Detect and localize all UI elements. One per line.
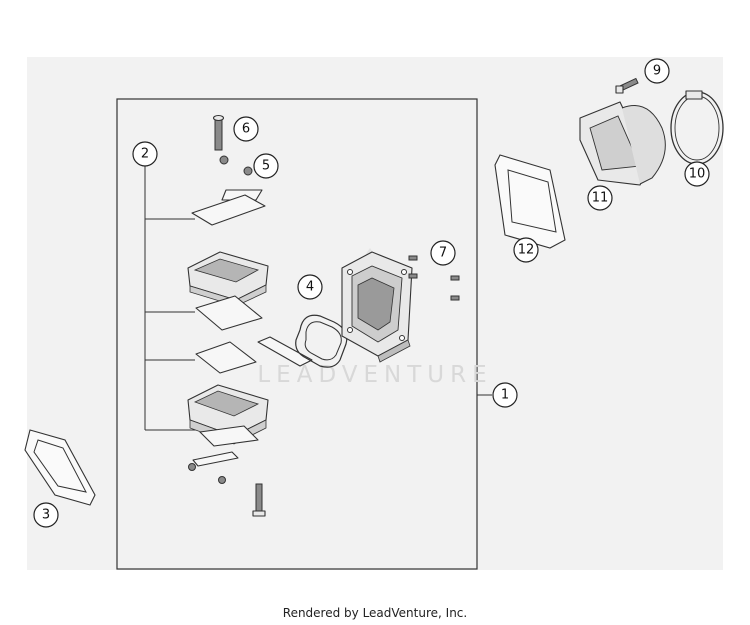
svg-text:12: 12	[518, 243, 535, 258]
callout-10: 10	[684, 161, 710, 187]
svg-text:10: 10	[689, 167, 706, 182]
svg-text:11: 11	[592, 191, 609, 206]
part-reed-block-top	[187, 251, 269, 307]
callout-6: 6	[233, 116, 259, 142]
callout-11: 11	[587, 185, 613, 211]
part-gasket-3	[24, 429, 96, 506]
callout-2: 2	[132, 141, 158, 167]
part-reed-housing	[341, 251, 413, 363]
footer-credit: Rendered by LeadVenture, Inc.	[282, 606, 468, 620]
callout-4: 4	[297, 274, 323, 300]
svg-text:2: 2	[141, 147, 149, 162]
part-bolt-6	[212, 114, 225, 151]
part-stop-plate-long	[257, 336, 313, 367]
part-gasket-4	[295, 314, 348, 368]
part-reed-petal-2	[195, 295, 263, 331]
svg-text:6: 6	[242, 122, 250, 137]
leader-lines-2	[144, 165, 205, 431]
assembly-frame	[116, 98, 478, 570]
svg-text:7: 7	[439, 246, 447, 261]
part-stop-plate-bottom	[192, 451, 239, 467]
svg-text:3: 3	[42, 508, 50, 523]
svg-text:5: 5	[262, 159, 270, 174]
callout-3: 3	[33, 502, 59, 528]
watermark: LEADVENTURE	[257, 362, 492, 388]
callout-1: 1	[492, 382, 518, 408]
part-reed-petal-bottom	[199, 425, 259, 447]
part-stop-plate-top	[221, 189, 263, 201]
callout-7: 7	[430, 240, 456, 266]
callout-12: 12	[513, 237, 539, 263]
callout-9: 9	[644, 58, 670, 84]
part-reed-petal-top	[191, 194, 266, 226]
part-clamp-10	[670, 90, 724, 165]
part-bolt-bottom	[252, 483, 266, 517]
part-reed-block-bottom	[187, 384, 269, 445]
part-reed-petal-3	[195, 341, 257, 374]
callout-5: 5	[253, 153, 279, 179]
part-screw-9	[615, 77, 639, 94]
part-intake-flange-11	[579, 101, 666, 186]
part-gasket-12	[494, 154, 566, 249]
part-nut-5	[219, 155, 253, 176]
svg-text:9: 9	[653, 64, 661, 79]
part-screws-7	[408, 255, 460, 301]
svg-text:1: 1	[501, 388, 509, 403]
svg-text:4: 4	[306, 280, 314, 295]
part-screws-bottom	[188, 463, 226, 484]
